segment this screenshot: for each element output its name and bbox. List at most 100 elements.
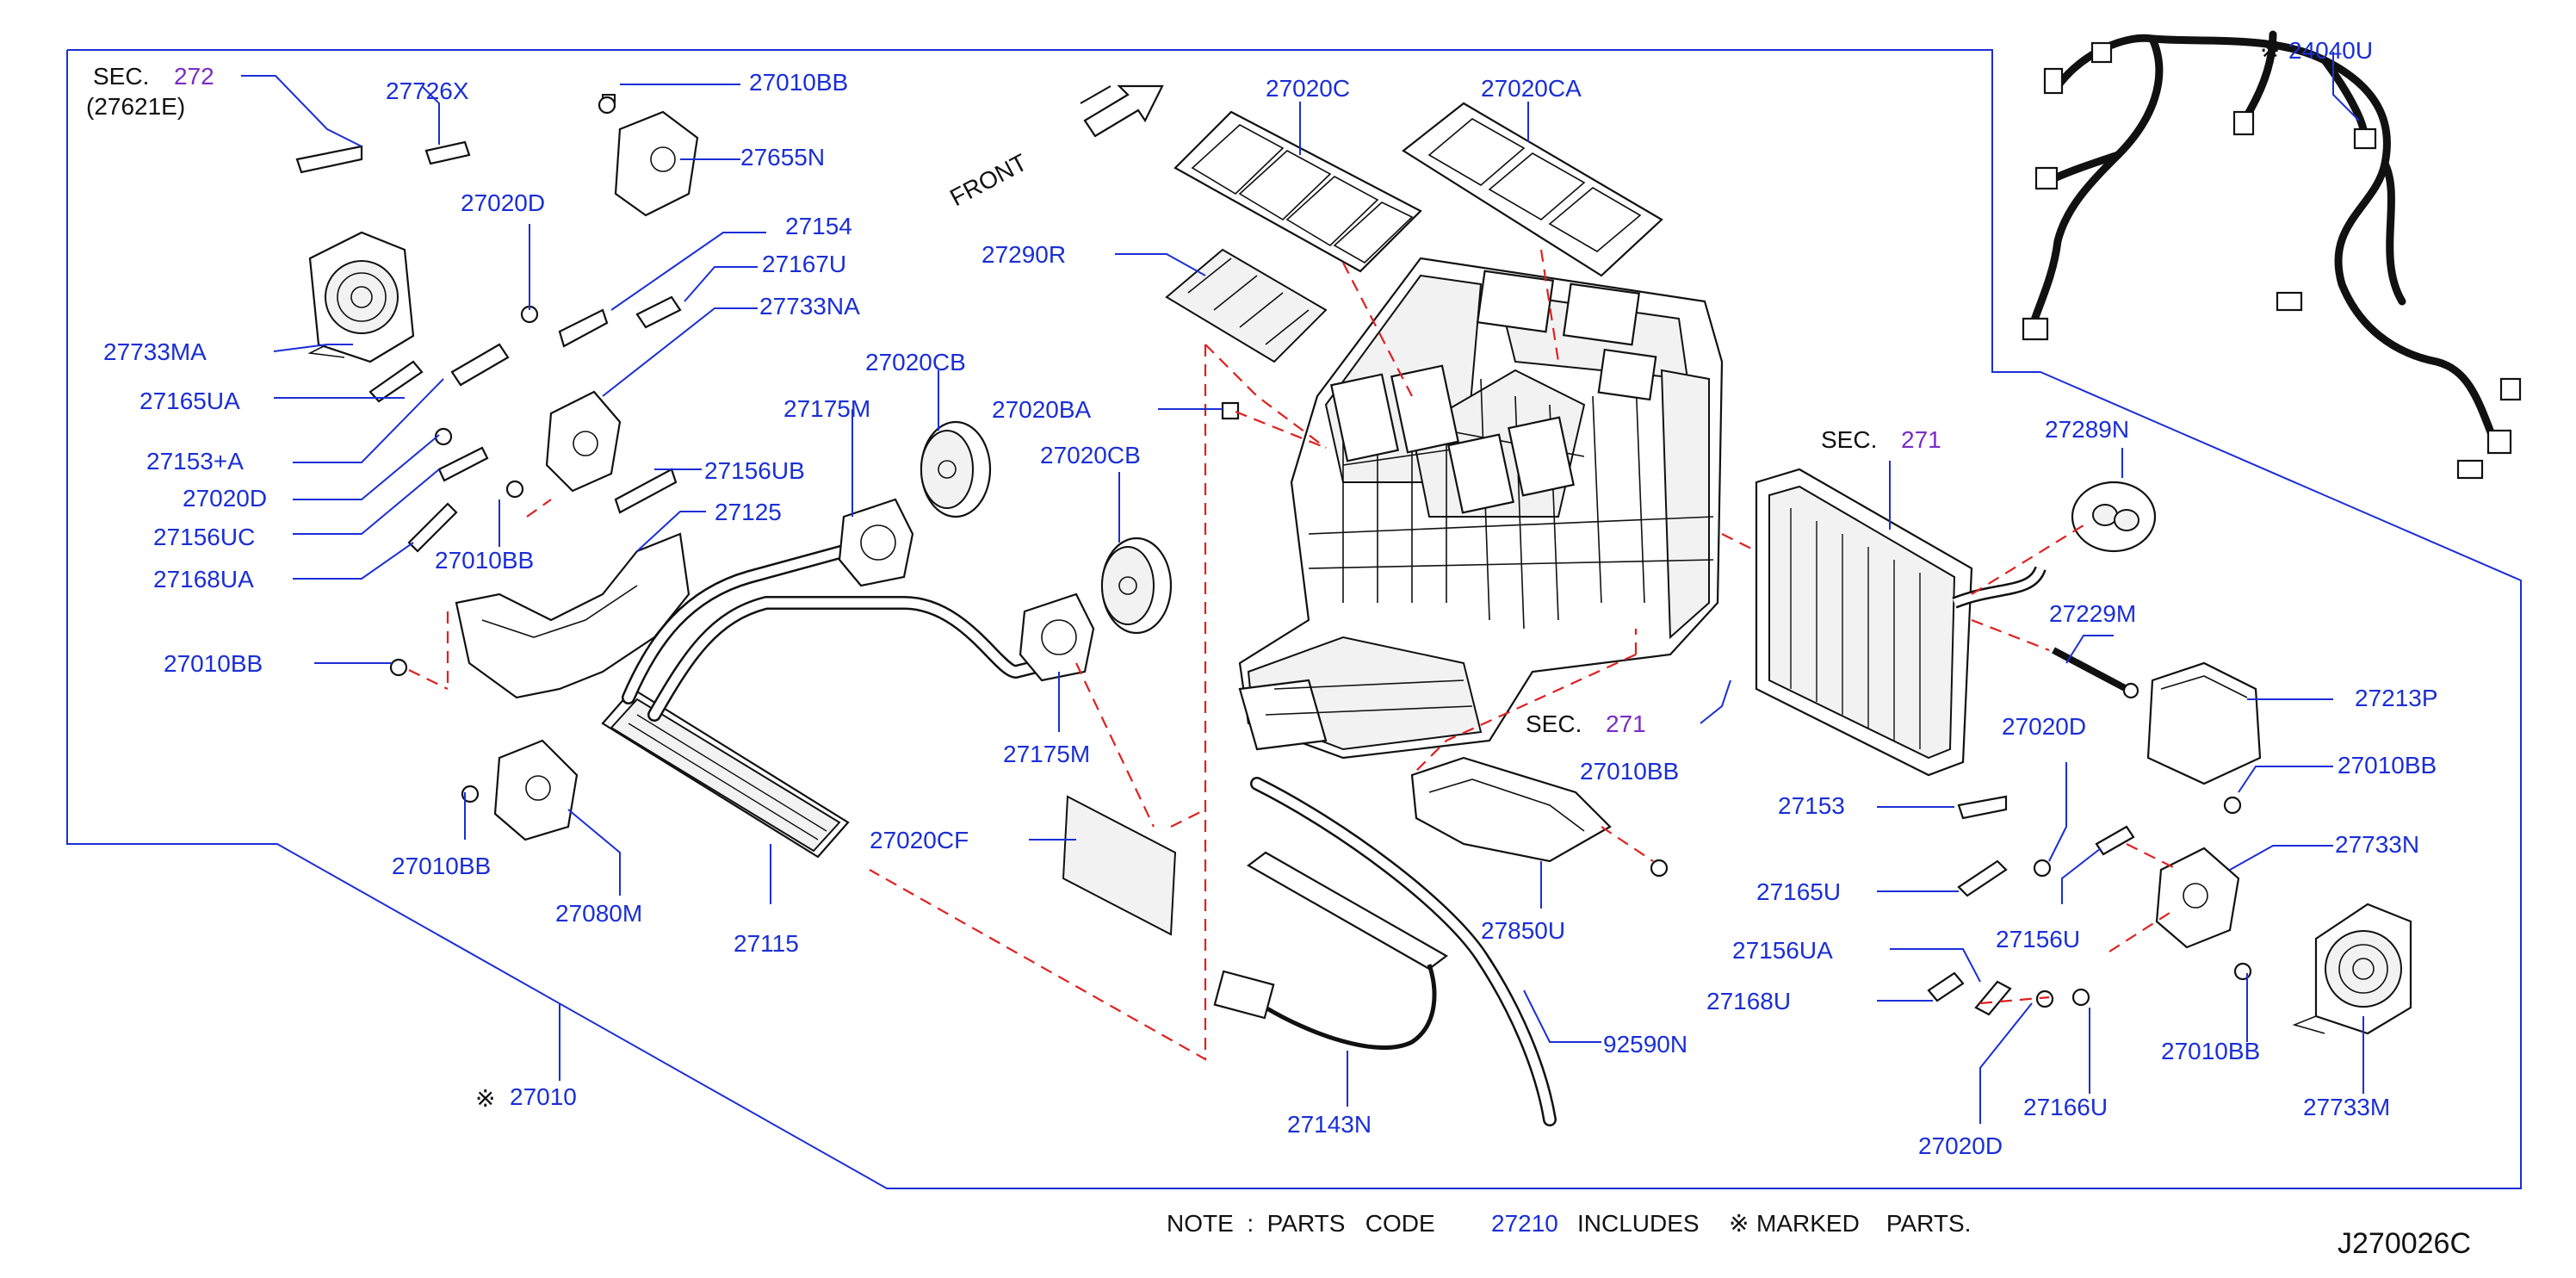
part-label-27289N: 27289N [2045,416,2129,443]
part-label-27010BB-e: 27010BB [2338,752,2437,779]
part-label-27020D: 27020D [461,189,545,216]
sec272-sub: (27621E) [86,93,185,120]
bolt-27229M [2052,647,2139,699]
part-label-27154: 27154 [785,213,852,239]
filter-27020CF [1062,795,1177,936]
filter-27020C [1173,110,1422,273]
part-label-27020C: 27020C [1266,75,1350,102]
part-label-27655N: 27655N [740,144,825,171]
sec271-mid-number: 271 [1606,710,1646,737]
hvac-unit-housing [1238,257,1724,760]
part-label-27020CB: 27020CB [865,349,966,375]
part-label-27733MA: 27733MA [103,338,207,365]
grommet-27289N [2071,481,2157,553]
section-ref-271-top: SEC. 271 [1821,426,1941,453]
part-label-27010: 27010 [510,1083,577,1110]
sec271-top-text: SEC. [1821,426,1877,453]
part-label-27020D-d: 27020D [1918,1132,2003,1159]
part-label-27168UA: 27168UA [153,566,254,592]
actuator-27733N [2155,847,2240,949]
sec272-number: 272 [174,63,214,90]
actuator-27733NA [545,390,622,493]
part-label-27290R: 27290R [981,241,1066,268]
part-label-27020CF: 27020CF [870,827,969,853]
fan-27020CB-upper [920,420,992,518]
part-label-27010BB-d: 27010BB [392,853,491,879]
part-label-27175M-b: 27175M [1003,741,1090,767]
diagram-code: J270026C [2338,1227,2471,1260]
part-label-24040U: 24040U [2288,37,2373,64]
part-label-27115: 27115 [734,930,799,957]
part-label-27153A: 27153+A [146,448,244,475]
actuator-27080M [493,739,579,841]
part-label-27156UA: 27156UA [1732,937,1833,964]
note-tail: MARKED PARTS. [1756,1210,1971,1237]
part-label-27156UB: 27156UB [704,457,805,484]
part-label-27733NA: 27733NA [759,293,860,320]
note-code: 27210 [1491,1210,1558,1237]
part-label-27166U: 27166U [2023,1094,2108,1120]
part-label-27167U: 27167U [762,251,846,277]
part-label-27010BB-f: 27010BB [2161,1038,2260,1064]
front-label: FRONT [945,149,1031,212]
expansion-valve-cover-27213P [2146,661,2262,785]
parts-note: NOTE : PARTS CODE 27210 INCLUDES ※ MARKE… [1167,1210,1971,1237]
part-label-27850U: 27850U [1481,917,1565,944]
part-label-27165UA: 27165UA [139,388,240,414]
part-label-27020BA: 27020BA [992,396,1092,423]
part-label-27020D-c: 27020D [2002,713,2086,740]
front-direction-arrow [1080,84,1164,138]
fan-27020CB-lower [1100,537,1173,635]
blower-motor-27733M [2292,903,2412,1035]
heater-pipes [622,536,1057,722]
marked-label-24040U: ※ 24040U [2260,37,2373,64]
assembly-boundary-27010 [66,49,2522,1189]
part-label-27175M: 27175M [783,395,870,422]
sec272-text: SEC. [93,63,149,90]
part-label-92590N: 92590N [1603,1031,1687,1058]
part-label-27733M: 27733M [2303,1094,2390,1120]
part-label-27733N: 27733N [2335,831,2419,858]
heater-core-27115 [601,687,850,859]
part-label-27010BB-b: 27010BB [435,547,534,574]
part-label-27020D-b: 27020D [183,485,267,512]
wiring-harness [2022,30,2522,480]
fan-guide-27175M-lower [1019,592,1095,682]
part-label-27168U: 27168U [1706,988,1791,1014]
part-label-27156U: 27156U [1996,926,2080,952]
mark-symbol: ※ [2260,37,2280,64]
part-label-27020CB-b: 27020CB [1040,442,1141,468]
note-prefix: NOTE : PARTS CODE [1167,1210,1435,1237]
part-label-27080M: 27080M [555,900,642,927]
part-label-27229M: 27229M [2049,600,2136,627]
part-label-27010BB: 27010BB [749,69,848,96]
filter-27020CA [1402,102,1663,277]
marked-label-27010: ※ 27010 [475,1083,577,1112]
note-mark: ※ [1729,1210,1749,1237]
actuator-27655N [602,94,699,217]
part-label-27153: 27153 [1778,792,1845,819]
fan-guide-27175M-upper [838,498,914,587]
part-label-27143N: 27143N [1287,1111,1372,1138]
duct-27850U [1410,756,1612,863]
part-label-27726X: 27726X [386,78,469,104]
leader-lines [241,52,2364,1124]
sec271-top-number: 271 [1901,426,1941,453]
drain-hose-92590N [1250,777,1557,1126]
note-suffix: INCLUDES [1577,1210,1700,1237]
part-label-27156UC: 27156UC [153,524,255,550]
sec271-mid-text: SEC. [1526,710,1582,737]
section-ref-272: SEC. 272 (27621E) [86,63,214,120]
screen-27290R [1165,248,1328,363]
evaporator-core [1755,468,2047,777]
mark-symbol: ※ [475,1085,495,1112]
section-ref-271-mid: SEC. 271 [1526,710,1646,737]
blower-motor-27733MA [307,231,415,363]
part-label-27213P: 27213P [2355,685,2438,711]
small-fasteners [295,96,2252,1016]
sub-harness-27143N [1213,851,1448,1050]
part-label-27125: 27125 [715,499,782,525]
part-label-27165U: 27165U [1756,878,1841,905]
part-label-27010BB-g: 27010BB [1580,758,1679,785]
